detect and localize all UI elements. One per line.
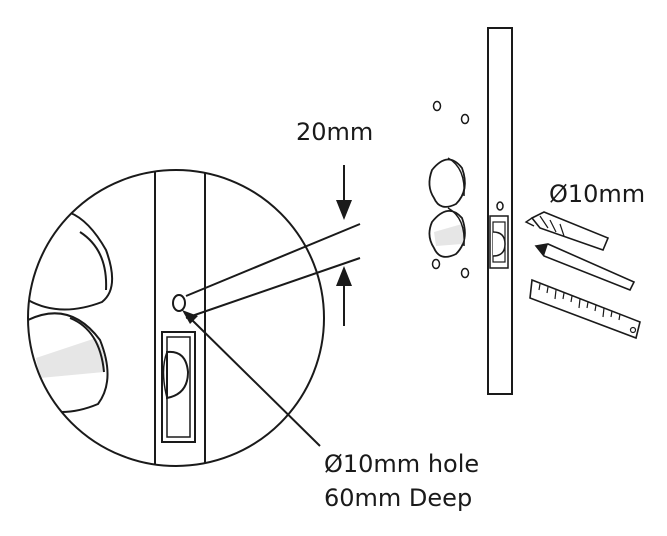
arrow-down-icon: [336, 200, 352, 220]
face-bore-upper: [428, 158, 466, 208]
drill-bit-icon: [524, 211, 610, 252]
dimension-arrows: [336, 165, 352, 326]
door-face-holes: [428, 100, 470, 279]
pencil-icon: [534, 243, 636, 292]
hole-depth-label: 60mm Deep: [324, 484, 473, 512]
latch-plate-recess: [161, 331, 196, 443]
magnifier-outline: [27, 169, 325, 467]
gap-dimension-label: 20mm: [296, 118, 374, 146]
pilot-hole: [172, 294, 186, 312]
lower-bore-hole: [28, 312, 109, 413]
arrow-up-icon: [336, 266, 352, 286]
drill-size-label: Ø10mm: [549, 180, 646, 208]
projection-line-top: [185, 223, 361, 297]
hole-size-label: Ø10mm hole: [324, 450, 480, 478]
projection-line-bottom: [185, 257, 361, 319]
detail-magnifier: [27, 169, 325, 467]
leader-arrow: [182, 310, 321, 447]
door-edge-view: [487, 27, 513, 395]
ruler-icon: [529, 278, 641, 340]
door-stile: [487, 27, 513, 395]
arrow-icon: [182, 310, 198, 324]
edge-pilot-hole: [496, 201, 504, 211]
